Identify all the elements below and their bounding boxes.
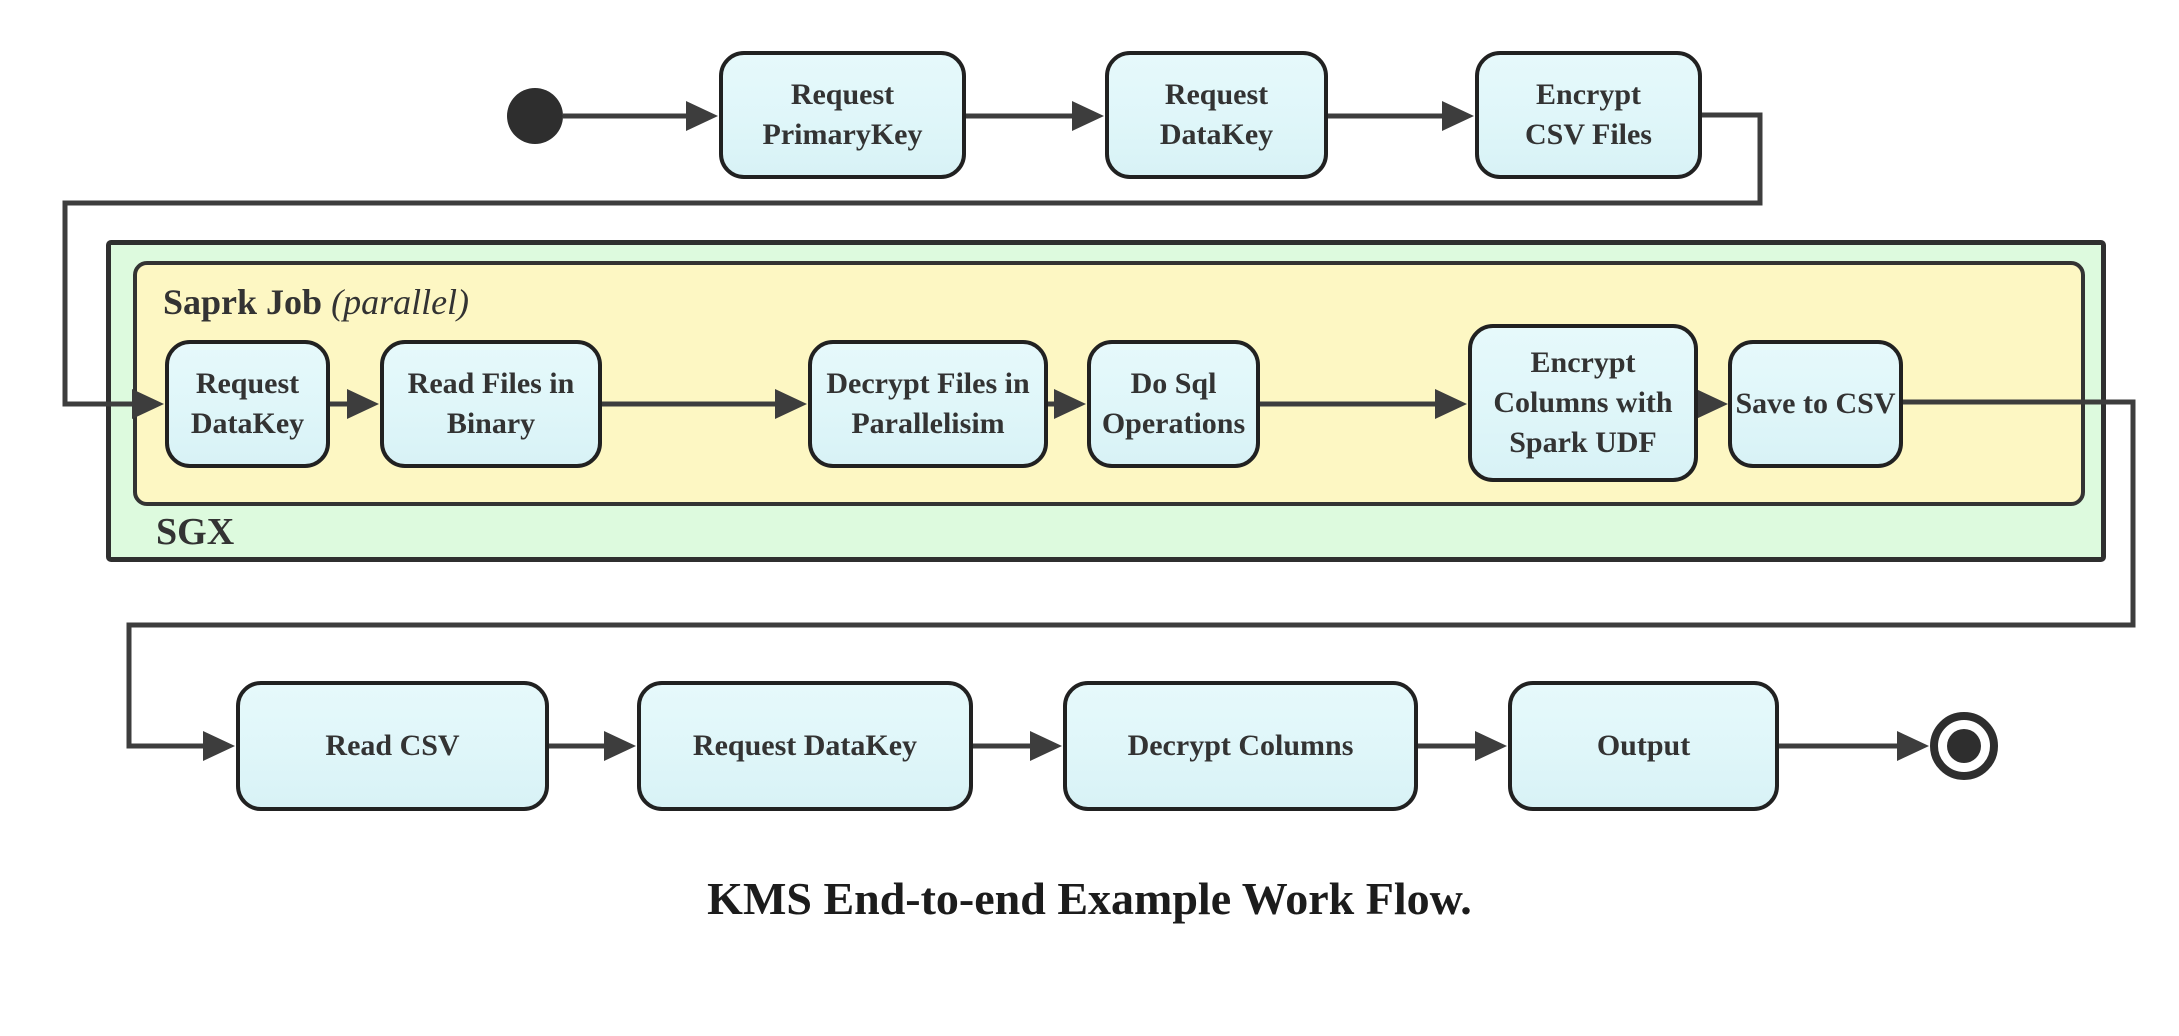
node-label-line: DataKey [190, 407, 305, 440]
node-label-line: Request [790, 78, 895, 112]
node-do-sql-operations: Do Sql Operations [1087, 340, 1260, 468]
diagram-caption: KMS End-to-end Example Work Flow. [707, 873, 1472, 924]
node-label-line: Decrypt Columns [1127, 729, 1354, 763]
node-label-line: Spark UDF [1509, 425, 1657, 459]
node-read-csv: Read CSV [236, 681, 549, 811]
node-decrypt-files-in-parallelisim: Decrypt Files in Parallelisim [808, 340, 1048, 468]
node-sgx-request-datakey: Request DataKey [165, 340, 330, 468]
spark-job-label: Saprk Job (parallel) [163, 281, 469, 323]
node-label-line: Operations [1101, 407, 1246, 440]
node-label-line: Parallelisim [851, 407, 1005, 440]
spark-job-label-italic: (parallel) [331, 282, 470, 322]
sgx-label: SGX [156, 511, 235, 553]
node-label-line: Read CSV [325, 729, 460, 763]
node-encrypt-columns-spark-udf: Encrypt Columns with Spark UDF [1468, 324, 1698, 482]
node-request-primarykey: Request PrimaryKey [719, 51, 966, 179]
node-decrypt-columns: Decrypt Columns [1063, 681, 1418, 811]
node-request-datakey-bottom: Request DataKey [637, 681, 973, 811]
node-encrypt-csv-files: Encrypt CSV Files [1475, 51, 1702, 179]
end-node [1930, 712, 1998, 780]
node-save-to-csv: Save to CSV [1728, 340, 1903, 468]
node-label-line: Do Sql [1130, 367, 1217, 401]
end-node-inner-dot [1947, 729, 1981, 763]
node-label-line: Decrypt Files in [826, 367, 1030, 401]
node-label-line: CSV Files [1525, 118, 1652, 151]
node-label-line: DataKey [1159, 118, 1274, 151]
node-label-line: Save to CSV [1735, 387, 1896, 421]
spark-job-label-bold: Saprk Job [163, 282, 323, 322]
node-label-line: Request DataKey [692, 729, 918, 763]
node-label-line: Binary [446, 407, 536, 440]
node-label-line: Encrypt [1530, 346, 1636, 380]
node-label-line: Output [1596, 729, 1691, 763]
node-label-line: Request [195, 367, 300, 401]
edge-save-csv-to-read-csv [126, 399, 2136, 761]
start-node [507, 88, 563, 144]
node-label-line: PrimaryKey [762, 118, 923, 151]
edge-encrypt-csv-to-sgx-datakey [62, 112, 1763, 419]
node-request-datakey-top: Request DataKey [1105, 51, 1328, 179]
node-label-line: Columns with [1493, 386, 1673, 420]
node-label-line: Read Files in [407, 367, 575, 401]
node-read-files-in-binary: Read Files in Binary [380, 340, 602, 468]
node-label-line: Request [1164, 78, 1269, 112]
node-label-line: Encrypt [1536, 78, 1641, 112]
node-output: Output [1508, 681, 1779, 811]
